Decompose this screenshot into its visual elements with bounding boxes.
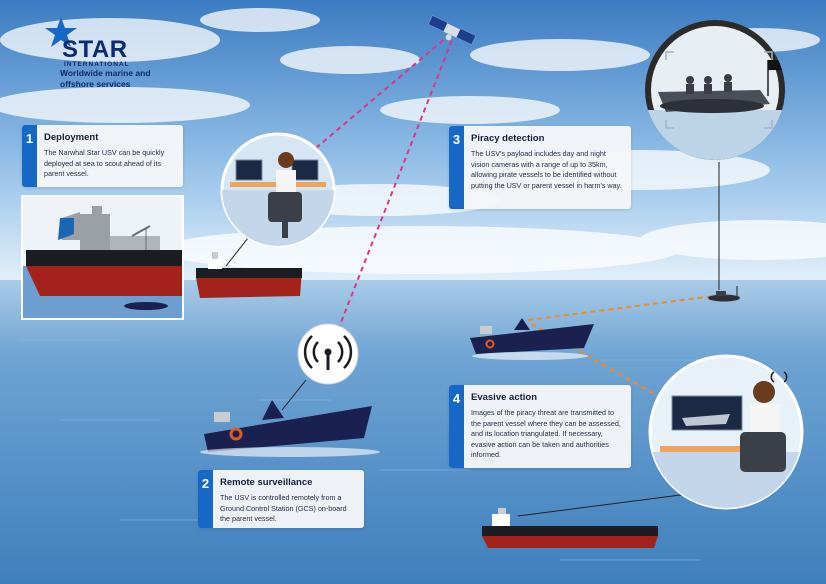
- step-body: The USV's payload includes day and night…: [471, 149, 622, 190]
- operator-console-icon: [220, 132, 336, 248]
- tanker-ship-icon: [196, 252, 302, 298]
- step-title: Evasive action: [471, 392, 538, 403]
- step-body: The USV is controlled remotely from a Gr…: [220, 493, 347, 523]
- brand-tagline: Worldwide marine and offshore services: [60, 68, 151, 89]
- pirate-boat-icon: [708, 286, 740, 302]
- wireless-signal-icon: [297, 323, 359, 385]
- satellite-icon: [427, 14, 477, 46]
- signal-pointer: [281, 379, 307, 411]
- transmit-line: [531, 323, 669, 403]
- logo-subtitle: INTERNATIONAL: [64, 61, 130, 68]
- parent-vessel-icon: [482, 508, 658, 548]
- op-pointer: [225, 237, 249, 267]
- usv-boat-icon: [470, 318, 594, 360]
- step-body: Images of the piracy threat are transmit…: [471, 408, 621, 459]
- step-title: Remote surveillance: [220, 477, 313, 488]
- step-number: 2: [198, 470, 213, 528]
- step-title: Piracy detection: [471, 133, 545, 144]
- op2-pointer: [517, 493, 689, 517]
- step-title: Deployment: [44, 132, 99, 143]
- star-logo-icon: [45, 17, 77, 47]
- deployment-panel: [21, 195, 184, 320]
- uplink-line-operator: [315, 35, 449, 149]
- uplink-line-usv: [337, 39, 453, 331]
- pirate-boat-scope-icon: [645, 20, 785, 160]
- step-body: The Narwhal Star USV can be quickly depl…: [44, 148, 165, 178]
- step-card-deployment: 1 Deployment The Narwhal Star USV can be…: [22, 125, 183, 187]
- step-number: 3: [449, 126, 464, 209]
- step-card-piracy-detection: 3 Piracy detection The USV's payload inc…: [449, 126, 631, 209]
- detection-line: [527, 295, 715, 321]
- usv-boat-large-icon: [200, 400, 380, 457]
- step-number: 1: [22, 125, 37, 187]
- step-number: 4: [449, 385, 464, 468]
- step-card-evasive-action: 4 Evasive action Images of the piracy th…: [449, 385, 631, 468]
- logo-word: STAR: [62, 36, 128, 63]
- step-card-remote-surveillance: 2 Remote surveillance The USV is control…: [198, 470, 364, 528]
